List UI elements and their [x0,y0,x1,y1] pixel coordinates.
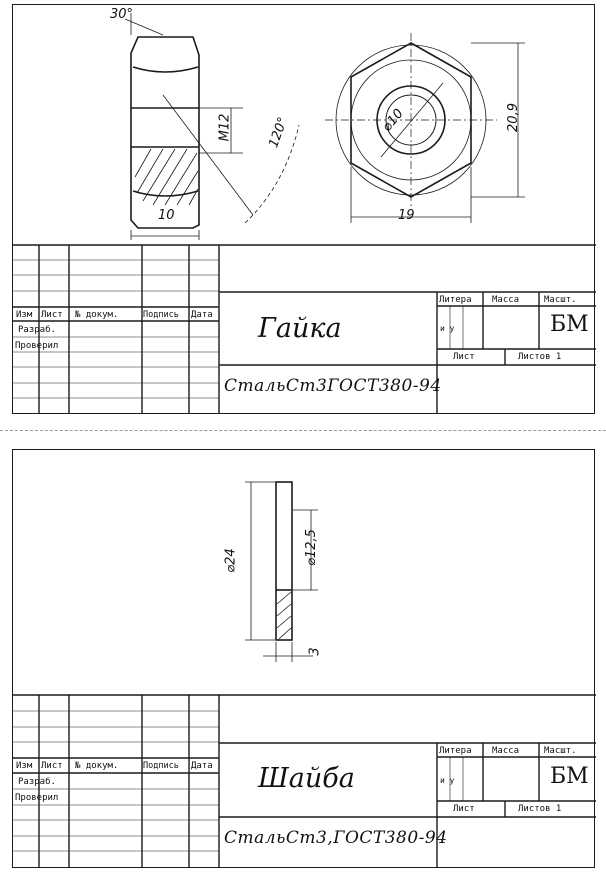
col-date: Дата [191,310,213,320]
material: СтальСт3,ГОСТ380-94 [224,828,448,848]
col-list: Лист [41,761,63,771]
washer-profile [275,481,293,641]
sheet-label: Лист [453,804,475,814]
part-name: Гайка [258,313,342,344]
sheets-total: Листов 1 [518,352,562,362]
title-block-grid [13,694,596,867]
dim-thread: M12 [217,113,233,142]
dim-angle-top: 30° [110,7,134,22]
nut-drawing [124,13,525,240]
col-sign: Подпись [143,761,179,771]
drawing-sheet-washer: ⌀24 ⌀12,5 3 [12,449,596,868]
title-block: Изм Лист № докум. Подпись Дата Разраб. П… [13,694,596,867]
row-checked: Проверил [15,793,59,803]
dim-thickness: 10 [158,208,175,223]
row-developed: Разраб. [18,325,56,335]
scale-value: БМ [550,764,589,789]
massa-header: Масса [492,746,520,756]
title-block: Изм Лист № докум. Подпись Дата Разраб. П… [13,244,596,413]
title-block-grid [13,244,596,413]
dim-outer-diameter: ⌀24 [223,548,239,573]
litera-header: Литера [439,746,472,756]
part-name: Шайба [258,763,355,794]
washer-section-hatching [276,591,292,640]
dim-height: 20,9 [505,103,521,132]
drawing-sheet-nut: 30° M12 120° ⌀10 20,9 19 10 [12,4,596,414]
col-izm: Изм [16,310,33,320]
nut-chamfer-upper [132,66,199,73]
scale-header: Масшт. [544,746,577,756]
dim-washer-thickness: 3 [307,647,323,656]
washer-drawing [245,481,318,662]
scale-header: Масшт. [544,295,577,305]
col-list: Лист [41,310,63,320]
col-sign: Подпись [143,310,179,320]
dim-inner-diameter: ⌀12,5 [303,529,319,566]
col-izm: Изм [16,761,33,771]
sheets-total: Листов 1 [518,804,562,814]
litera-value: и у [440,776,455,785]
sheet-label: Лист [453,352,475,362]
sheet-separator [0,430,606,431]
dim-across-flats: 19 [398,208,415,223]
col-date: Дата [191,761,213,771]
col-docnum: № докум. [75,310,119,320]
row-developed: Разраб. [18,777,56,787]
row-checked: Проверил [15,341,59,351]
nut-chamfer-lower [132,190,199,197]
nut-section-hatching [134,148,199,206]
material: СтальСт3ГОСТ380-94 [224,376,442,396]
litera-value: и у [440,324,455,333]
scale-value: БМ [550,312,589,337]
massa-header: Масса [492,295,520,305]
litera-header: Литера [439,295,472,305]
col-docnum: № докум. [75,761,119,771]
nut-side-outline [130,36,200,229]
